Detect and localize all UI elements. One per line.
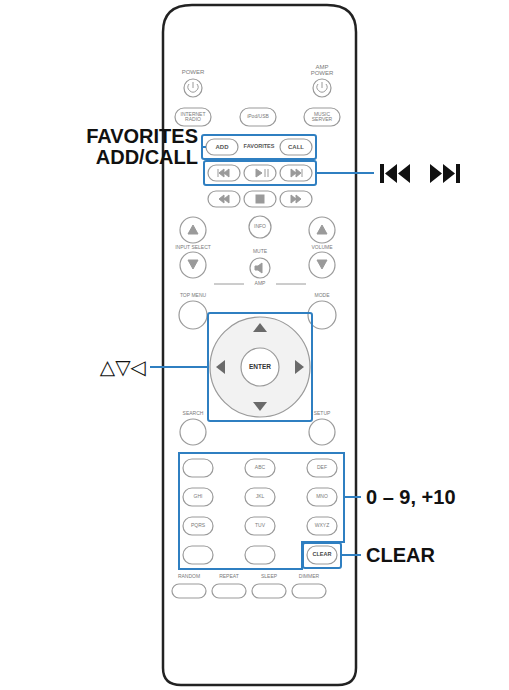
remote-key-label: TUV (246, 523, 274, 528)
remote-key-label: ABC (246, 465, 274, 470)
remote-key-label: INFO (251, 224, 269, 229)
remote-key-label: GHI (184, 494, 212, 499)
remote-key-label: MODE (302, 293, 342, 298)
remote-key-label: PQRS (184, 523, 212, 528)
remote-key-label: SLEEP (250, 574, 288, 579)
callout-label: 0 – 9, +10 (366, 487, 504, 508)
callout-label: FAVORITES ADD/CALL (68, 126, 198, 168)
remote-key-label: AMP (248, 281, 272, 286)
remote-key-label: DIMMER (290, 574, 328, 579)
remote-key-label: INPUT SELECT (171, 245, 215, 250)
remote-key-label: MNO (308, 494, 336, 499)
remote-key-label: MUSIC SERVER (305, 112, 339, 123)
remote-key-label: JKL (246, 494, 274, 499)
remote-key-label: SEARCH (173, 411, 213, 416)
remote-key-label: WXYZ (308, 523, 336, 528)
remote-key-label: ADD (208, 144, 236, 150)
remote-key-label: POWER (173, 69, 213, 75)
remote-key-label: SETUP (302, 411, 342, 416)
remote-key-label: RANDOM (170, 574, 208, 579)
remote-key-label: AMP POWER (307, 64, 337, 77)
remote-key-label: FAVORITES (239, 144, 279, 150)
remote-key-label: REPEAT (210, 574, 248, 579)
remote-key-label: CALL (282, 144, 310, 150)
remote-key-label: TOP MENU (173, 293, 213, 298)
remote-key-label: DEF (308, 465, 336, 470)
remote-key-label: MUTE (245, 249, 275, 254)
remote-key-label: iPod/USB (241, 114, 275, 119)
remote-key-label: ENTER (243, 364, 277, 371)
callout-label: CLEAR (366, 545, 466, 566)
remote-key-label: VOLUME (302, 245, 342, 250)
remote-key-label: INTERNET RADIO (176, 112, 210, 123)
callout-label: △▽◁ (76, 357, 146, 378)
remote-key-label: CLEAR (308, 552, 336, 558)
